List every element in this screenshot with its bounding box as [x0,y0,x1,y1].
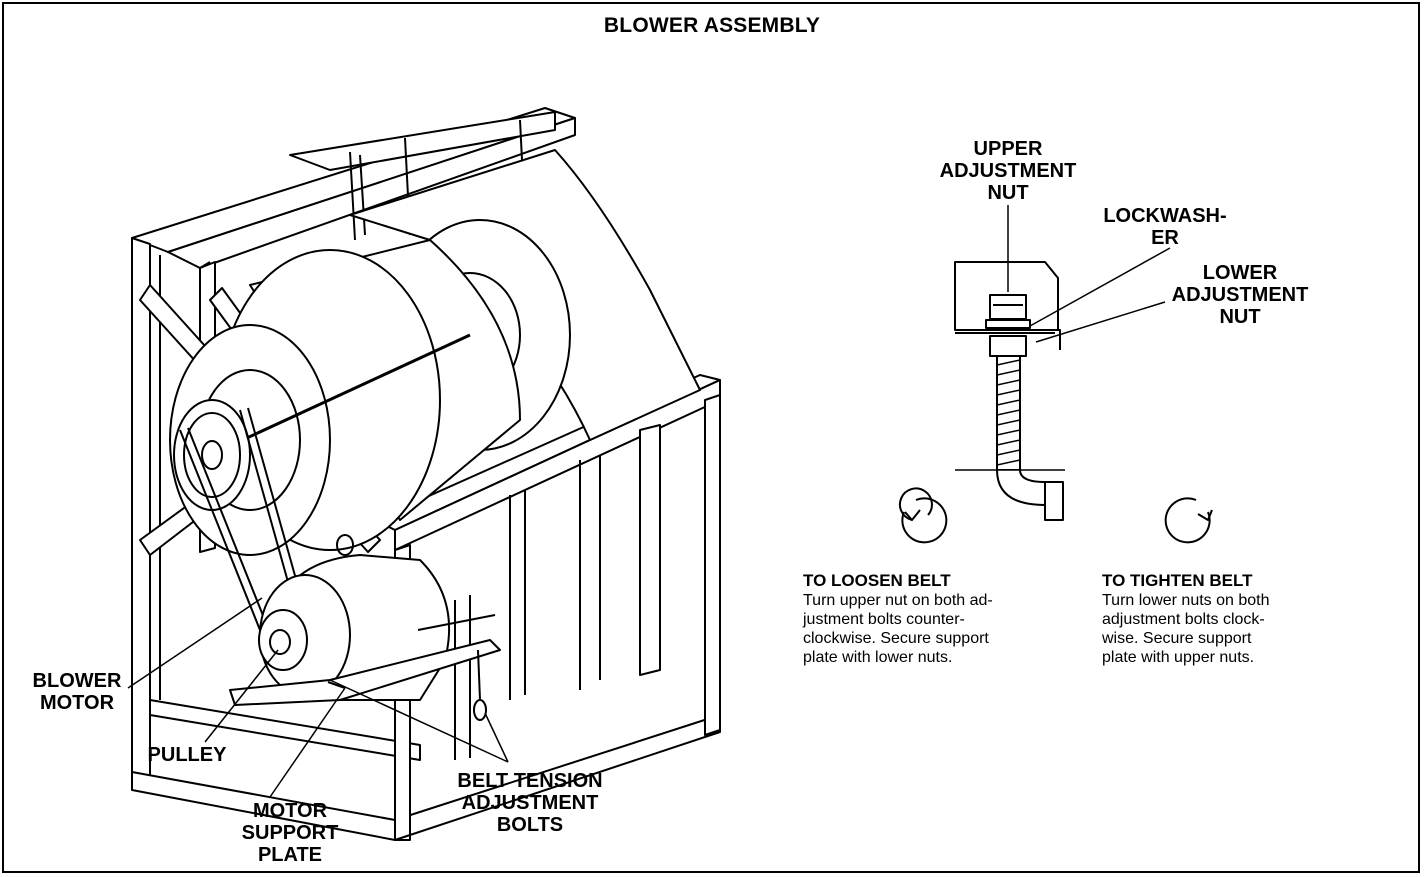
label-upper-adjustment-nut: UPPER ADJUSTMENT NUT [939,138,1077,204]
loosen-text: Turn upper nut on both ad- justment bolt… [803,592,993,666]
leader-lines [127,597,509,798]
loosen-heading: TO LOOSEN BELT [803,571,951,590]
tighten-text: Turn lower nuts on both adjustment bolts… [1102,592,1270,666]
adjustment-detail [954,205,1171,521]
label-belt-tension-bolts: BELT TENSION ADJUSTMENT BOLTS [457,770,603,836]
label-lockwasher: LOCKWASH- ER [1103,205,1227,249]
counterclockwise-arrow-icon [898,487,948,544]
blower-pulley [173,399,251,511]
label-pulley: PULLEY [147,744,227,766]
label-motor-support-plate: MOTOR SUPPORT PLATE [241,800,339,866]
label-blower-motor: BLOWER MOTOR [32,670,122,714]
tighten-heading: TO TIGHTEN BELT [1102,571,1253,590]
clockwise-arrow-icon [1164,497,1213,544]
diagram-title: BLOWER ASSEMBLY [603,14,821,37]
label-lower-adjustment-nut: LOWER ADJUSTMENT NUT [1171,262,1309,328]
